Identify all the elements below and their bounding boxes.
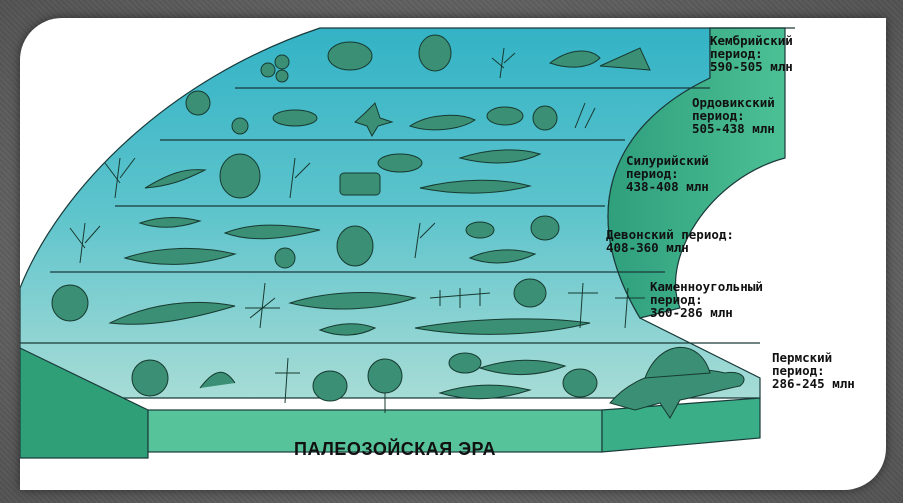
- diagram-card: Кембрийский период: 590-505 млн Ордовикс…: [20, 18, 886, 490]
- period-label-permian: Пермский период: 286-245 млн: [772, 351, 855, 390]
- period-label-silurian: Силурийский период: 438-408 млн: [626, 154, 709, 193]
- era-title: ПАЛЕОЗОЙСКАЯ ЭРА: [168, 428, 622, 470]
- period-label-ordovician: Ордовикский период: 505-438 млн: [692, 96, 775, 135]
- period-label-carboniferous: Каменноугольный период: 360-286 млн: [650, 280, 763, 319]
- period-label-cambrian: Кембрийский период: 590-505 млн: [710, 34, 793, 73]
- period-label-devonian: Девонский период: 408-360 млн: [606, 228, 734, 254]
- paleozoic-strata-diagram: [20, 18, 886, 490]
